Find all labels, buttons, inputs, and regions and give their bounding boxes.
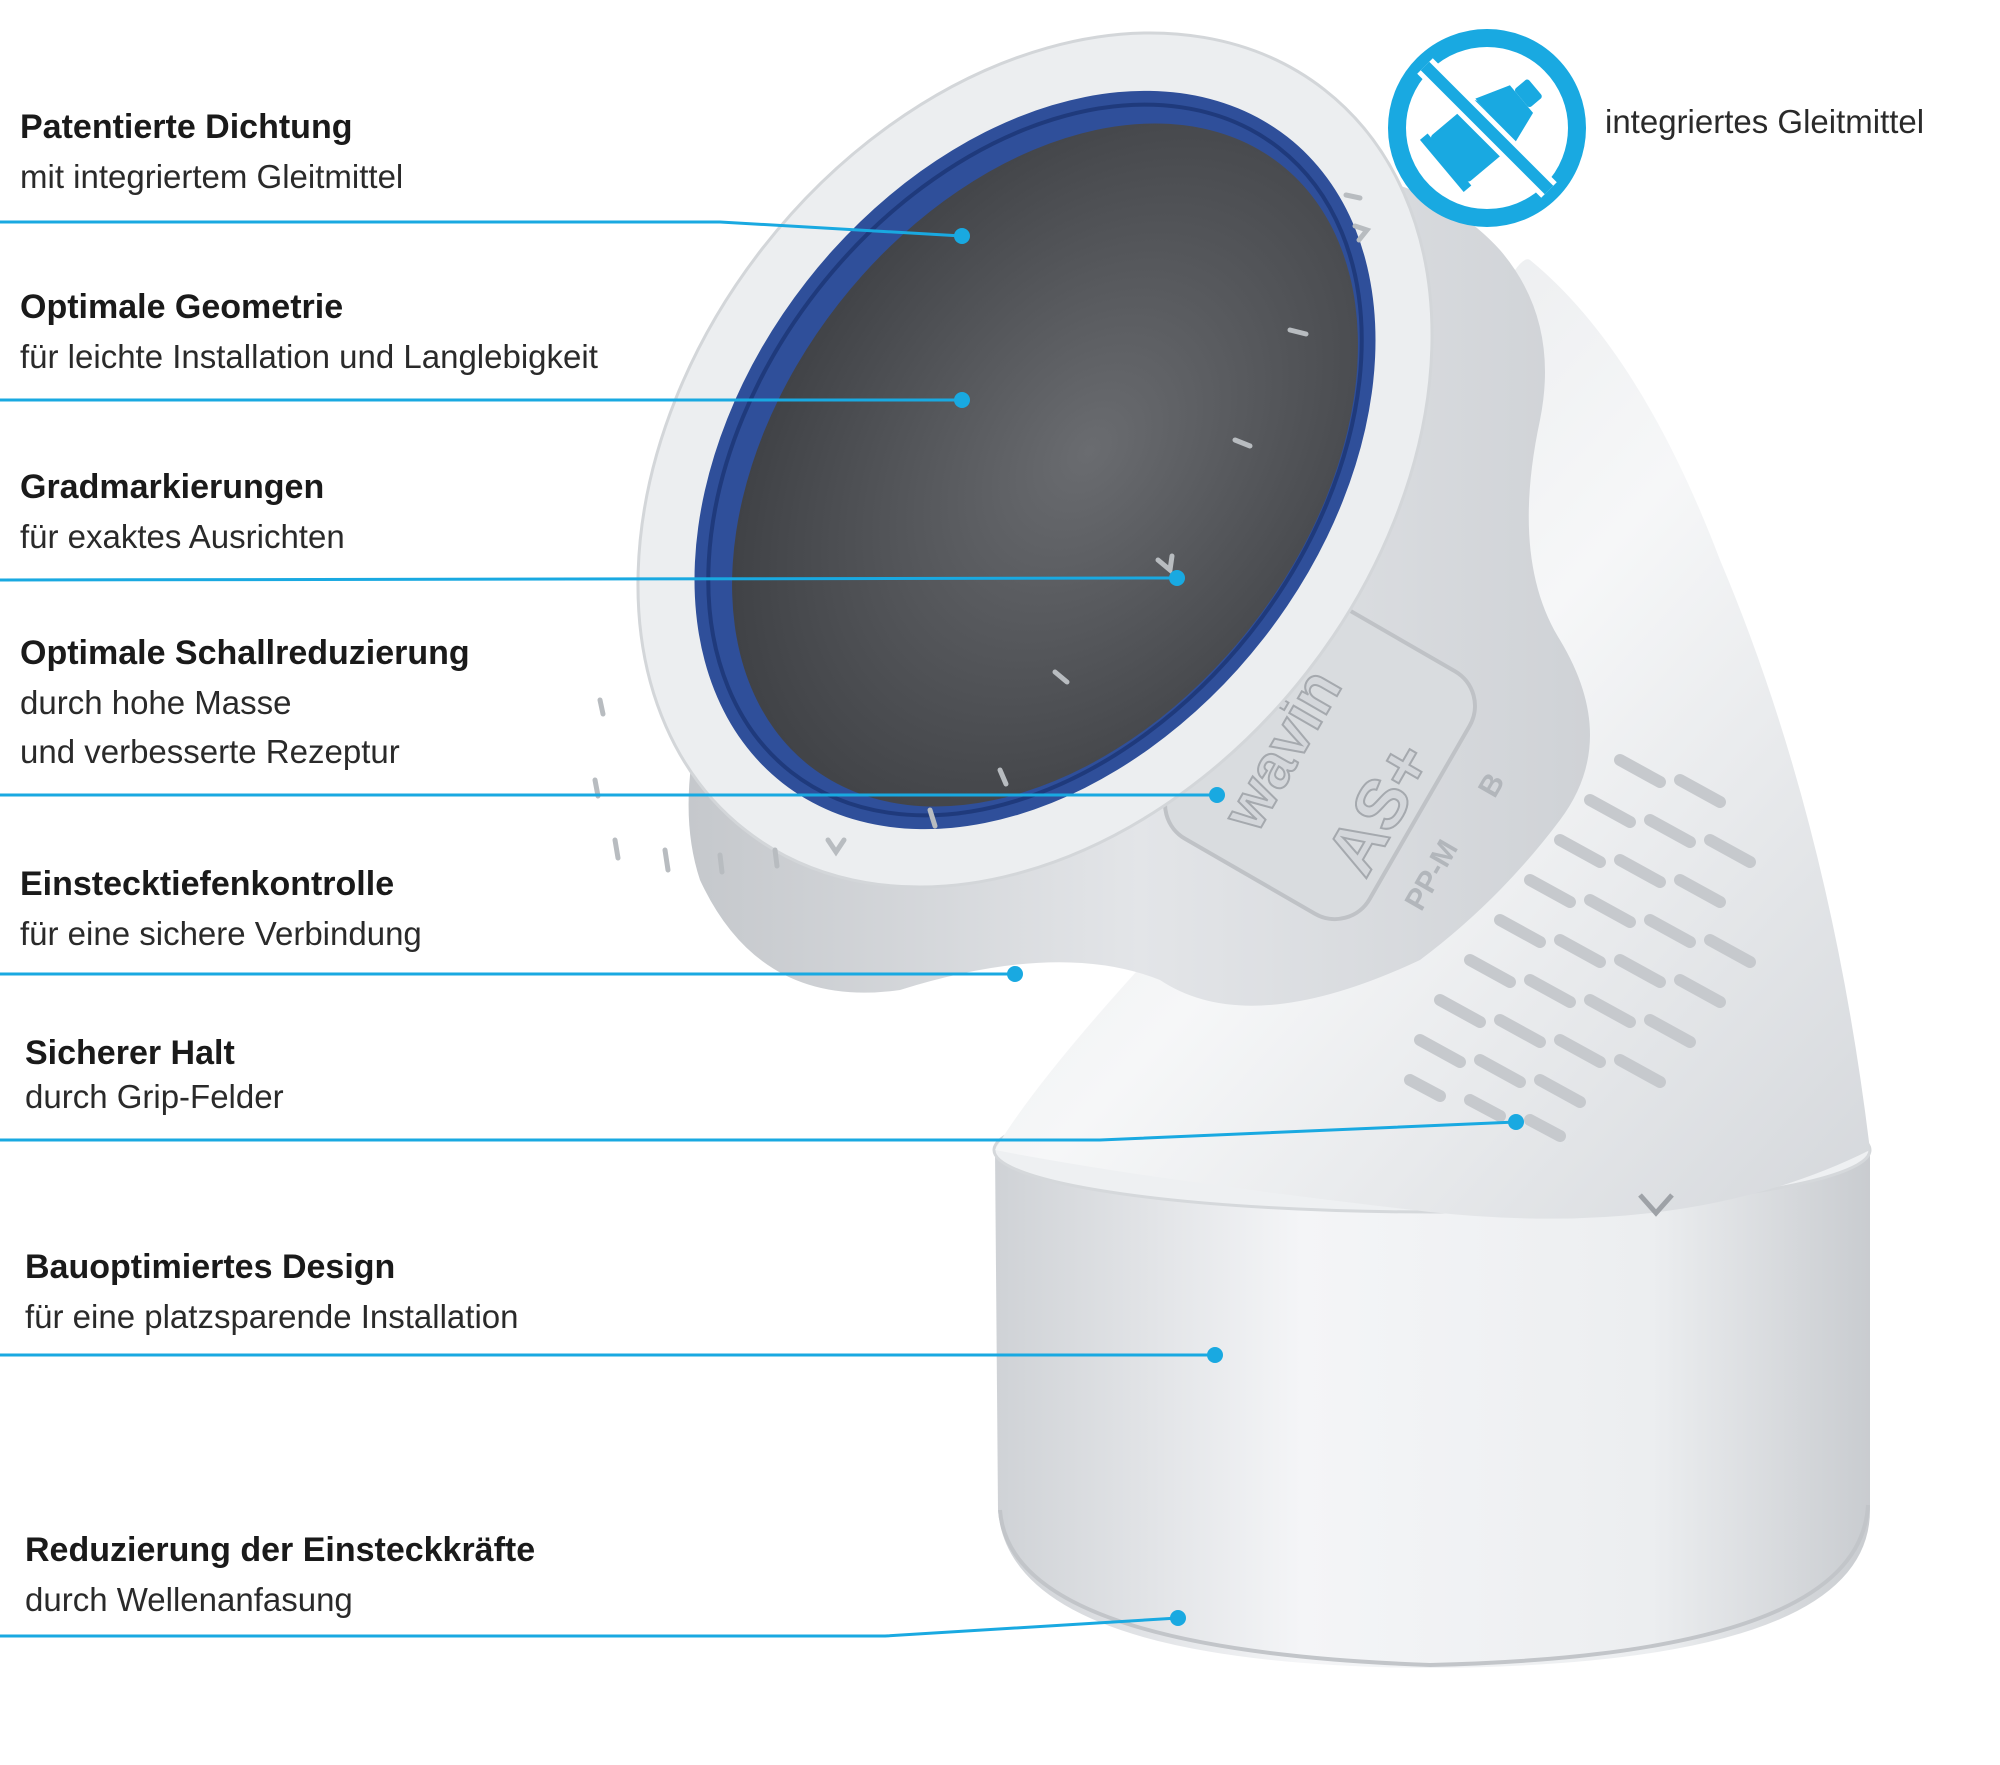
callout-dot-6 <box>1508 1114 1524 1130</box>
callout-dot-4 <box>1209 787 1225 803</box>
feature-insertion-depth-control: Einstecktiefenkontrolle für eine sichere… <box>20 860 640 958</box>
callout-dots <box>954 228 1524 1626</box>
leader-line-8 <box>0 1616 1179 1638</box>
feature-title: Bauoptimiertes Design <box>25 1248 396 1286</box>
feature-secure-grip: Sicherer Halt durch Grip-Felder <box>25 1031 645 1119</box>
insertion-depth-marker <box>1638 1193 1674 1217</box>
callout-leader-lines <box>0 220 1517 1638</box>
feature-description: und verbesserte Rezeptur <box>20 733 400 770</box>
feature-title: Optimale Schallreduzierung <box>20 634 470 672</box>
socket-interior <box>732 123 1358 807</box>
callout-dot-7 <box>1207 1347 1223 1363</box>
feature-description: mit integriertem Gleitmittel <box>20 158 404 195</box>
callout-dot-2 <box>954 392 970 408</box>
feature-description: für leichte Installation und Langlebigke… <box>20 338 598 375</box>
leader-line-1 <box>0 220 963 238</box>
feature-optimal-geometry: Optimale Geometrie für leichte Installat… <box>20 283 640 381</box>
integrated-lubricant-label: integriertes Gleitmittel <box>1605 103 1925 140</box>
no-lubricant-tube-icon <box>1388 29 1586 227</box>
leader-line-3 <box>0 576 1178 582</box>
feature-degree-markings: Gradmarkierungen für exaktes Ausrichten <box>20 463 640 561</box>
feature-sound-reduction: Optimale Schallreduzierung durch hohe Ma… <box>20 629 640 776</box>
callout-dot-5 <box>1007 966 1023 982</box>
feature-title: Patentierte Dichtung <box>20 108 353 146</box>
callout-dot-8 <box>1170 1610 1186 1626</box>
feature-title: Reduzierung der Einsteckkräfte <box>25 1531 536 1569</box>
feature-description: für eine sichere Verbindung <box>20 915 422 952</box>
feature-title: Optimale Geometrie <box>20 288 344 326</box>
feature-description: durch hohe Masse <box>20 684 292 721</box>
feature-title: Einstecktiefenkontrolle <box>20 865 395 903</box>
fitting-body: wavin AS+ PP-M B <box>592 31 1872 1668</box>
grip-fields <box>1404 754 1756 1142</box>
feature-description: für eine platzsparende Installation <box>25 1298 519 1335</box>
feature-patented-seal: Patentierte Dichtung mit integriertem Gl… <box>20 103 640 201</box>
feature-title: Gradmarkierungen <box>20 468 325 506</box>
leader-line-6 <box>0 1120 1517 1142</box>
feature-reduced-insertion-force: Reduzierung der Einsteckkräfte durch Wel… <box>25 1526 645 1624</box>
lower-socket-chamfer <box>998 1504 1870 1668</box>
feature-description: durch Wellenanfasung <box>25 1581 353 1618</box>
feature-description: durch Grip-Felder <box>25 1078 284 1115</box>
callout-dot-3 <box>1169 570 1185 586</box>
seal-ring-groove <box>706 102 1364 818</box>
callout-dot-1 <box>954 228 970 244</box>
lower-socket-body <box>995 1150 1870 1668</box>
feature-description: für exaktes Ausrichten <box>20 518 345 555</box>
degree-markings <box>592 192 1372 875</box>
feature-title: Sicherer Halt <box>25 1034 235 1072</box>
feature-construction-optimized-design: Bauoptimiertes Design für eine platzspar… <box>25 1243 645 1341</box>
